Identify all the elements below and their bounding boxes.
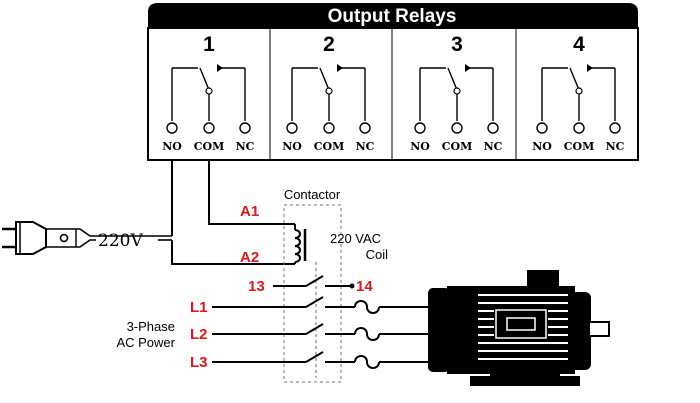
terminal-no bbox=[414, 122, 426, 134]
terminal-nc bbox=[487, 122, 499, 134]
terminal-nc bbox=[359, 122, 371, 134]
terminal-no bbox=[536, 122, 548, 134]
terminal-label-no: NO bbox=[532, 140, 552, 153]
relay-number: 3 bbox=[451, 33, 463, 56]
power-label-line1: 3-Phase bbox=[127, 319, 175, 334]
relay-3: 3 NO COM NC bbox=[410, 33, 502, 153]
terminal-label-nc: NC bbox=[236, 140, 255, 153]
terminal-label-no: NO bbox=[282, 140, 302, 153]
terminal-label-com: COM bbox=[442, 140, 473, 153]
terminal-com bbox=[203, 122, 215, 134]
terminal-label-nc: NC bbox=[606, 140, 625, 153]
relay-panel-body bbox=[147, 27, 639, 161]
terminal-label-nc: NC bbox=[484, 140, 503, 153]
relay-panel-header bbox=[148, 3, 638, 30]
coil-label-line2: Coil bbox=[366, 247, 389, 262]
phase-line-l2 bbox=[212, 323, 440, 341]
contactor-title: Contactor bbox=[284, 187, 341, 202]
fuse-icon bbox=[354, 300, 380, 314]
terminal-no bbox=[166, 122, 178, 134]
terminal-no bbox=[286, 122, 298, 134]
control-wiring bbox=[171, 160, 287, 265]
motor-icon bbox=[428, 270, 610, 386]
terminal-label-com: COM bbox=[314, 140, 345, 153]
phase-label-l1: L1 bbox=[190, 299, 208, 316]
terminal-a2-label: A2 bbox=[240, 249, 259, 266]
terminal-com bbox=[451, 122, 463, 134]
terminal-label-com: COM bbox=[564, 140, 595, 153]
terminal-a1-label: A1 bbox=[240, 203, 259, 220]
fuse-icon bbox=[354, 355, 380, 369]
relay-1: 1 NO COM NC bbox=[162, 33, 254, 153]
terminal-14-label: 14 bbox=[356, 278, 373, 295]
coil-label-line1: 220 VAC bbox=[330, 231, 381, 246]
relay-4: 4 NO COM NC bbox=[532, 33, 624, 153]
terminal-label-no: NO bbox=[162, 140, 182, 153]
contactor-outline bbox=[283, 204, 342, 383]
terminal-nc bbox=[609, 122, 621, 134]
fuse-icon bbox=[354, 327, 380, 341]
terminal-nc bbox=[239, 122, 251, 134]
relay-panel: Output Relays bbox=[147, 3, 639, 161]
terminal-label-no: NO bbox=[410, 140, 430, 153]
terminal-label-com: COM bbox=[194, 140, 225, 153]
relay-number: 2 bbox=[323, 33, 335, 56]
plug-icon bbox=[2, 221, 173, 255]
coil-icon bbox=[287, 223, 307, 265]
phase-line-l1 bbox=[212, 296, 440, 314]
phase-label-l3: L3 bbox=[190, 354, 208, 371]
terminal-label-nc: NC bbox=[356, 140, 375, 153]
relay-panel-title: Output Relays bbox=[328, 6, 457, 27]
aux-contact bbox=[273, 275, 355, 289]
terminal-com bbox=[573, 122, 585, 134]
relay-number: 4 bbox=[573, 33, 585, 56]
phase-label-l2: L2 bbox=[190, 326, 208, 343]
plug-voltage-label: 220V bbox=[98, 231, 143, 251]
contactor: Contactor 220 VAC Coil bbox=[283, 187, 389, 383]
terminal-13-label: 13 bbox=[248, 278, 265, 295]
phase-line-l3 bbox=[212, 351, 440, 369]
power-label-line2: AC Power bbox=[116, 335, 175, 350]
relay-2: 2 NO COM NC bbox=[282, 33, 374, 153]
terminal-com bbox=[323, 122, 335, 134]
relay-number: 1 bbox=[203, 33, 215, 56]
